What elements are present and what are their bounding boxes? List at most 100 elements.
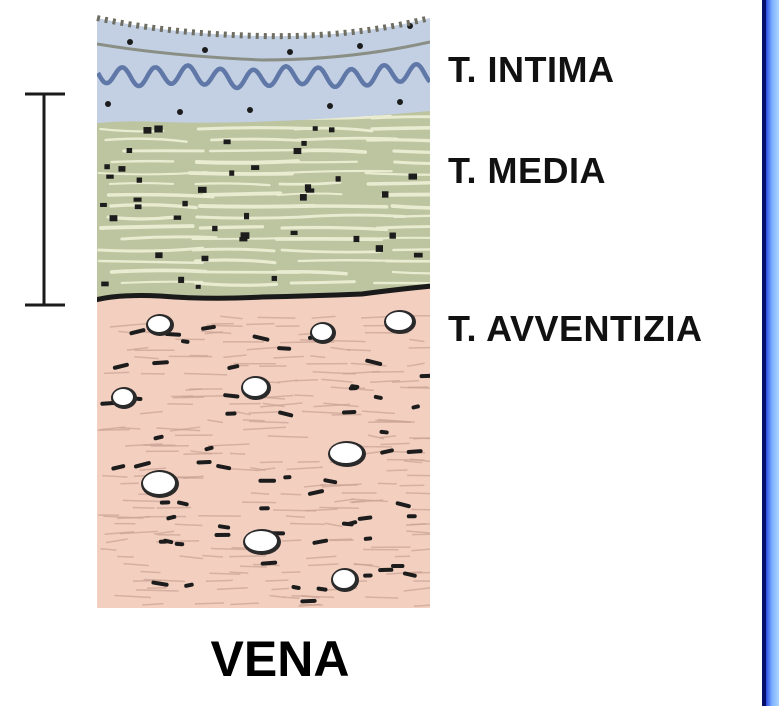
muscle-fiber [109,195,213,197]
vessel-lumen [241,376,271,400]
fibroblast-nucleus [349,386,358,390]
nucleus-dot [397,99,403,105]
connective-fiber [280,342,318,343]
connective-fiber [206,580,233,581]
fibroblast-nucleus [259,506,270,510]
connective-fiber [412,534,449,535]
muscle-nucleus [212,226,217,231]
connective-fiber [347,350,370,351]
fibroblast-nucleus [258,479,276,483]
connective-fiber [242,502,276,503]
muscle-nucleus [229,170,234,175]
connective-fiber [324,539,352,540]
connective-fiber [386,470,407,471]
vessel-lumen [243,529,281,555]
muscle-fiber [275,162,357,163]
connective-fiber [133,507,155,508]
fibroblast-nucleus [225,411,236,415]
muscle-nucleus [174,215,181,219]
vessel-lumen [331,568,359,592]
window-edge-strip [762,0,779,706]
connective-fiber [281,494,302,495]
fibroblast-nucleus [160,500,171,504]
fibroblast-nucleus [175,542,185,547]
muscle-fiber [393,248,501,250]
muscle-nucleus [382,191,389,197]
muscle-nucleus [239,237,247,241]
muscle-nucleus [154,125,162,132]
muscle-nucleus [251,165,259,170]
muscle-nucleus [409,174,418,180]
vessel-lumen [310,322,336,344]
nucleus-dot [247,107,253,113]
vessel-lumen [384,310,416,334]
muscle-nucleus [294,148,302,154]
nucleus-dot [357,43,363,49]
muscle-fiber [386,260,504,261]
muscle-nucleus [104,164,109,169]
muscle-nucleus [100,203,107,207]
nucleus-dot [202,47,208,53]
vessel-lumen [146,314,174,336]
fibroblast-nucleus [363,573,373,577]
connective-fiber [243,420,265,421]
muscle-fiber [210,150,297,151]
muscle-fiber [112,161,173,162]
muscle-nucleus [178,277,184,283]
fibroblast-nucleus [391,564,405,568]
connective-fiber [265,580,288,581]
muscle-fiber [200,206,314,207]
muscle-fiber [190,173,292,174]
connective-fiber [282,540,301,541]
connective-fiber [229,556,266,557]
muscle-nucleus [134,198,142,202]
thickness-bracket [25,94,65,305]
muscle-nucleus [155,252,162,258]
muscle-fiber [392,206,485,208]
fibroblast-nucleus [342,410,357,415]
muscle-nucleus [202,256,209,262]
muscle-fiber [368,182,457,184]
fibroblast-nucleus [419,374,431,378]
muscle-fiber [377,227,487,228]
connective-fiber [294,395,313,396]
muscle-nucleus [306,188,314,192]
muscle-nucleus [301,141,306,146]
connective-fiber [258,317,296,318]
muscle-fiber [395,216,495,218]
connective-fiber [411,509,446,510]
muscle-nucleus [300,194,307,201]
connective-fiber [246,324,274,325]
fibroblast-nucleus [215,533,231,537]
nucleus-dot [327,103,333,109]
muscle-nucleus [272,276,277,281]
connective-fiber [230,453,245,454]
connective-fiber [260,462,283,463]
vessel-lumen [141,470,179,498]
connective-fiber [117,556,134,557]
muscle-nucleus [110,215,118,221]
tunica-avventizia-label: T. AVVENTIZIA [448,311,703,347]
vessel-lumen [328,441,366,467]
connective-fiber [319,507,358,508]
nucleus-dot [105,101,111,107]
muscle-fiber [372,117,472,119]
muscle-nucleus [143,127,151,134]
connective-fiber [230,572,249,573]
muscle-nucleus [127,148,133,153]
nucleus-dot [177,109,183,115]
connective-fiber [273,510,316,511]
muscle-nucleus [118,166,125,172]
fibroblast-nucleus [283,475,291,479]
fibroblast-nucleus [378,568,393,572]
muscle-fiber [197,217,302,218]
diagram-caption: VENA [180,634,380,684]
connective-fiber [406,493,440,494]
muscle-fiber [193,238,277,239]
muscle-nucleus [329,127,335,132]
muscle-fiber [302,206,387,207]
muscle-nucleus [376,245,383,252]
nucleus-dot [287,49,293,55]
